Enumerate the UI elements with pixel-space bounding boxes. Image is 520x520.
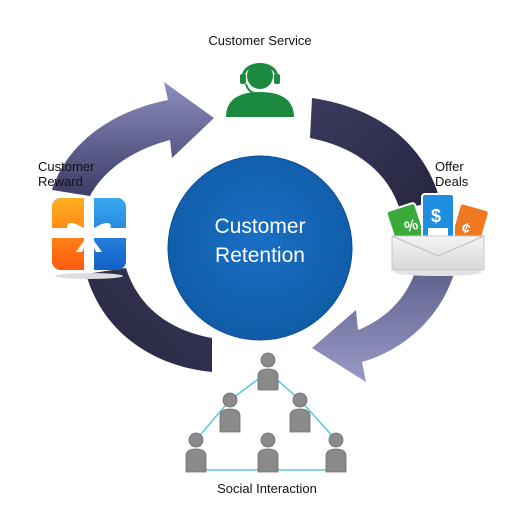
arrow-social-to-reward [86, 268, 212, 372]
customer-reward-label-line1: Customer [38, 159, 95, 174]
customer-reward-label: Customer Reward [38, 159, 118, 189]
social-interaction-label: Social Interaction [217, 481, 317, 496]
arrow-deals-to-social [312, 258, 458, 382]
offer-deals-label: Offer Deals [435, 159, 495, 189]
coupon-dollar-label: $ [431, 206, 441, 226]
cycle-arrows [52, 82, 458, 382]
person-bottom-right [325, 432, 347, 473]
arrow-reward-to-service [52, 82, 214, 196]
center-title: Customer Retention [170, 212, 350, 270]
arrow-service-to-deals [310, 98, 440, 210]
person-mid-left [219, 392, 241, 433]
gift-box-icon [52, 198, 126, 279]
center-circle [167, 155, 353, 341]
coupon-envelope-icon: % $ ¢ [385, 193, 490, 276]
center-title-line2: Retention [215, 244, 305, 267]
person-bottom-center [257, 432, 279, 473]
offer-deals-label-line1: Offer [435, 159, 464, 174]
offer-deals-label-line2: Deals [435, 174, 469, 189]
envelope-body [391, 235, 485, 271]
people-network-icon [185, 352, 347, 473]
coupon-percent-label: % [402, 216, 420, 236]
person-bottom-left [185, 432, 207, 473]
center-title-line1: Customer [214, 215, 306, 238]
customer-service-label: Customer Service [208, 33, 312, 48]
customer-reward-label-line2: Reward [38, 174, 83, 189]
person-top [257, 352, 279, 391]
headset-agent-icon [226, 63, 294, 117]
person-mid-right [289, 392, 311, 433]
